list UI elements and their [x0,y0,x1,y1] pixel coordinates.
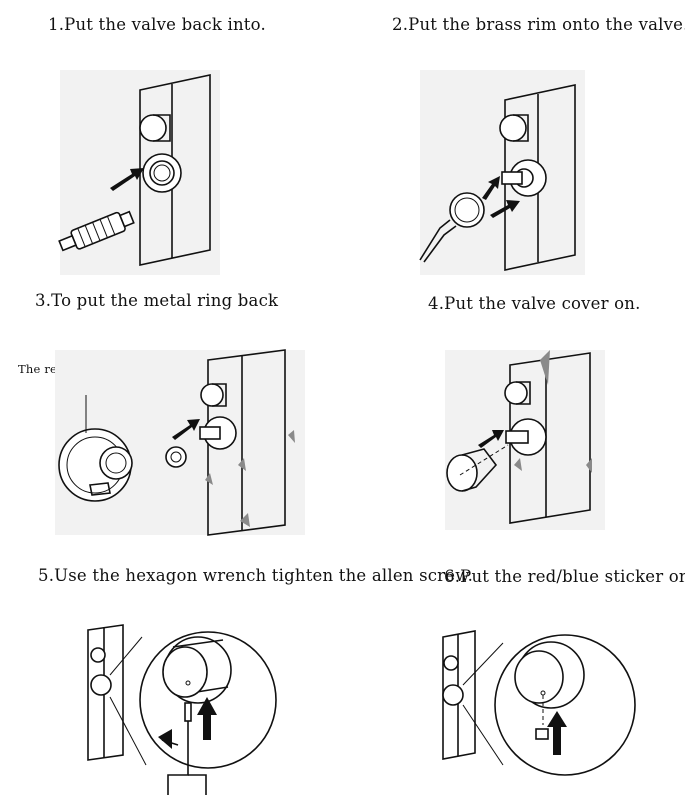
step-6-title: 6.Put the red/blue sticker on. [444,567,685,586]
step-5-illustration [87,624,277,795]
step-3-illustration [55,349,305,536]
step-5-title: 5.Use the hexagon wrench tighten the all… [38,566,474,585]
step-3-title: 3.To put the metal ring back [35,291,279,310]
step-4-illustration [445,350,605,530]
step-6-illustration [442,630,636,776]
step-2-illustration [419,70,585,275]
step-2-title: 2.Put the brass rim onto the valve. [392,15,685,34]
step-1-title: 1.Put the valve back into. [48,15,266,34]
step-4-title: 4.Put the valve cover on. [428,294,641,313]
step-1-illustration [58,70,220,275]
